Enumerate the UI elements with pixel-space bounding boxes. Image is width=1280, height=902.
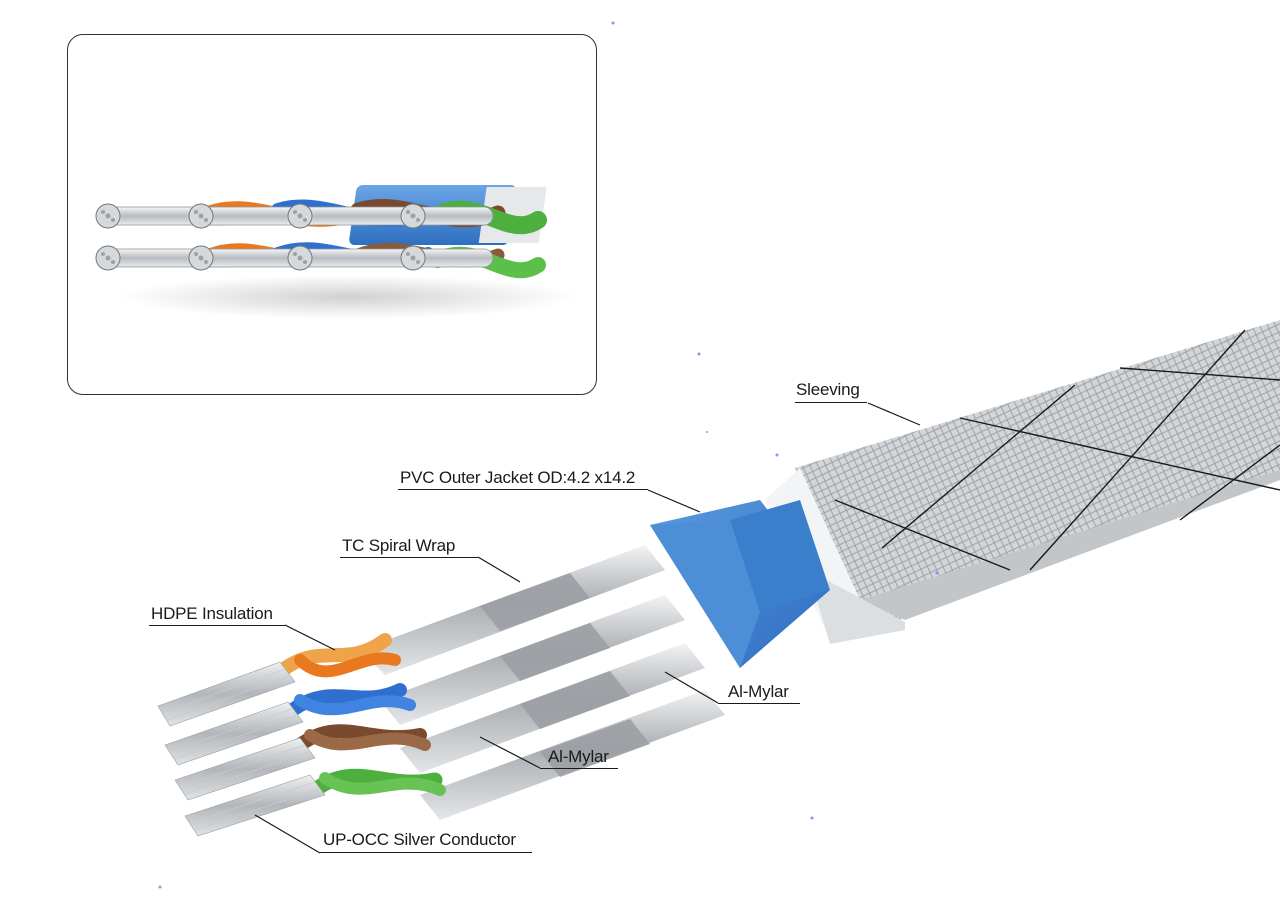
label-hdpe-insulation: HDPE Insulation xyxy=(151,604,273,623)
cross-section-inset xyxy=(67,34,597,395)
label-tc-spiral-wrap: TC Spiral Wrap xyxy=(342,536,456,555)
label-up-occ-silver-conductor: UP-OCC Silver Conductor xyxy=(323,830,516,849)
label-sleeving: Sleeving xyxy=(796,380,860,399)
label-pvc-outer-jacket: PVC Outer Jacket OD:4.2 x14.2 xyxy=(400,468,636,487)
label-al-mylar-lower: Al-Mylar xyxy=(548,747,609,766)
inset-cable-icon xyxy=(95,185,578,319)
label-al-mylar-upper: Al-Mylar xyxy=(728,682,789,701)
